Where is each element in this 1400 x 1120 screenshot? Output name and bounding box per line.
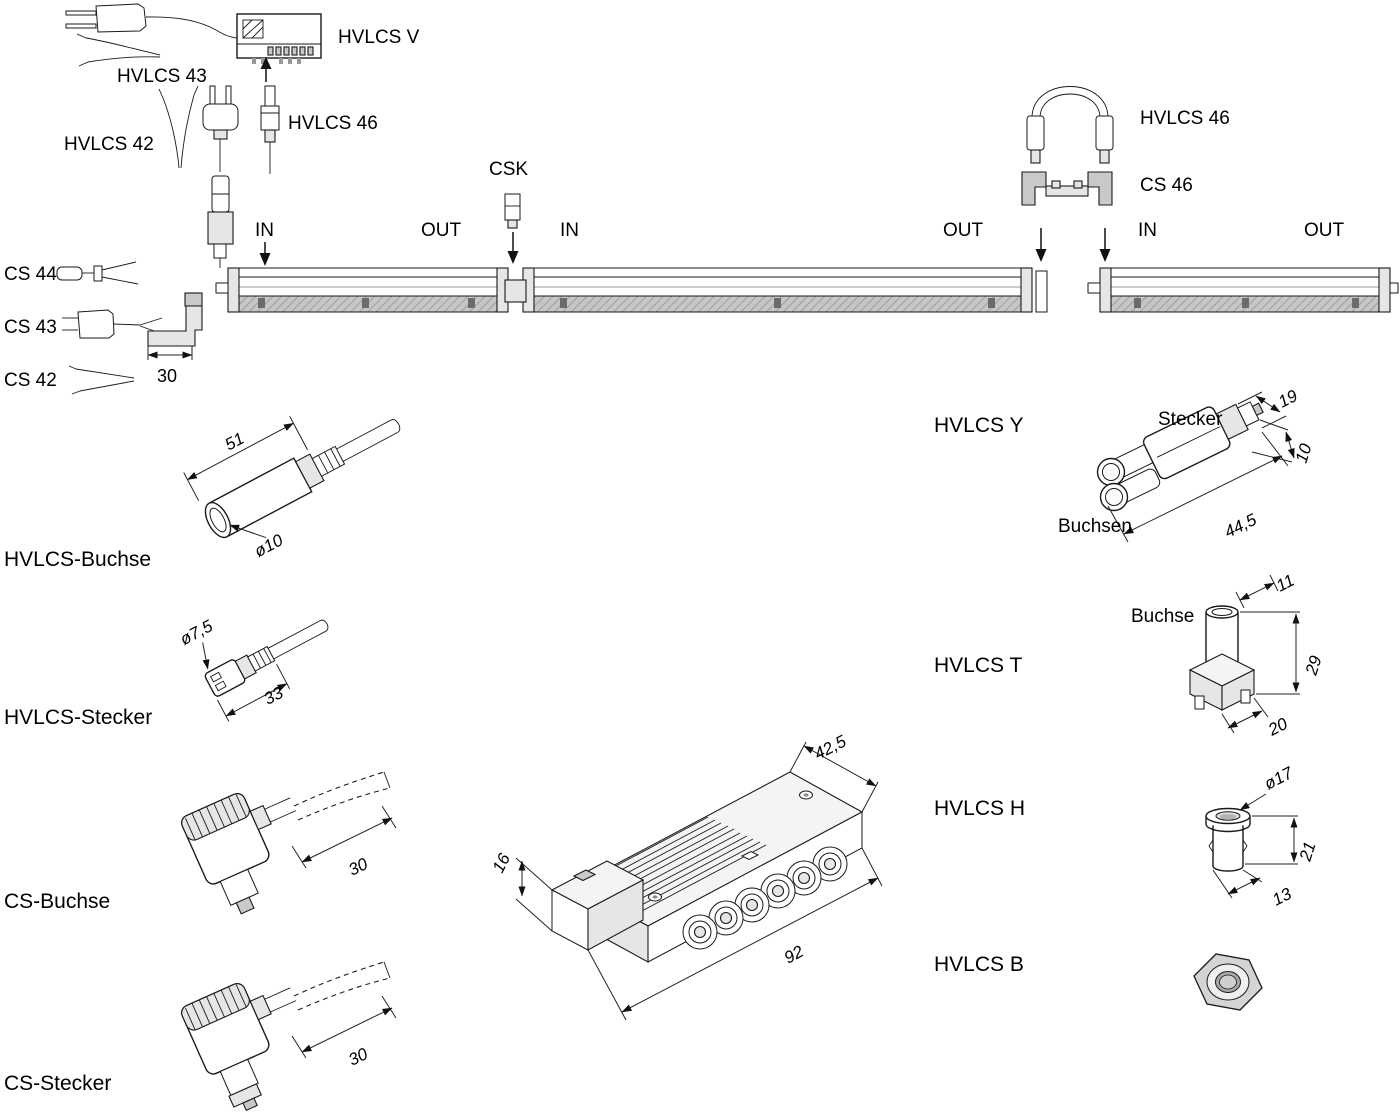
label-hvlcs-buchse: HVLCS-Buchse: [4, 548, 151, 571]
label-cs-43: CS 43: [4, 317, 57, 338]
fork-wires-hvlcs42: [158, 85, 199, 169]
hvlcs-b-drawing: [1193, 953, 1263, 1011]
cs46-bridge-drawing: [1021, 171, 1113, 206]
label-bar2-in: IN: [560, 220, 579, 241]
label-cs-44: CS 44: [4, 264, 57, 285]
mains-plug-cable: [65, 3, 238, 39]
light-bar-2: [522, 267, 1048, 313]
dim-cs43-spacing: 30: [157, 366, 177, 386]
light-bar-3: [1087, 267, 1399, 313]
label-hvlcs-42: HVLCS 42: [64, 134, 154, 155]
driver-box-hvlcs-v: [236, 13, 322, 64]
hvlcs-stecker-drawing: ø7,5 33: [177, 616, 329, 722]
label-csk: CSK: [489, 159, 528, 180]
up-arrow-to-driver: [260, 57, 272, 82]
light-bar-1: [215, 267, 509, 313]
label-hvlcs-46-plug: HVLCS 46: [288, 113, 378, 134]
dim-distributor-height: 16: [489, 850, 515, 876]
label-bar3-out: OUT: [1304, 220, 1345, 241]
cs44-drawing: [56, 261, 139, 285]
bar-junction-connector: [504, 279, 527, 303]
dim-cs-buchse-length: 30: [345, 854, 371, 880]
cs42-drawing: [68, 365, 135, 395]
label-cs-42: CS 42: [4, 370, 57, 391]
arrow-in-bar1: [259, 242, 271, 266]
label-y-plug: Stecker: [1158, 409, 1223, 430]
stripped-cable-end: [76, 33, 161, 67]
cs43-drawing: [62, 292, 203, 360]
dim-stecker-diameter: ø7,5: [177, 616, 216, 649]
pin-connector-hvlcs46: [260, 85, 280, 174]
hvlcs46-jumper-drawing: [1026, 86, 1114, 164]
dim-distributor-length: 92: [781, 942, 807, 968]
dim-h-diameter: ø17: [1261, 763, 1296, 793]
label-hvlcs-b: HVLCS B: [934, 953, 1024, 976]
hvlcs-buchse-drawing: 51 ø10: [183, 415, 401, 561]
hvlcs-t-drawing: 11 29 20: [1188, 571, 1326, 740]
dim-y-height: 10: [1292, 441, 1316, 465]
distributor-drawing: 42,5 16 92: [489, 731, 883, 1021]
label-hvlcs-stecker: HVLCS-Stecker: [4, 706, 152, 729]
cs-buchse-drawing: 30: [181, 771, 397, 915]
label-t-socket: Buchse: [1131, 606, 1194, 627]
label-hvlcs-y: HVLCS Y: [934, 414, 1024, 437]
hvlcs-h-drawing: ø17 21 13: [1205, 763, 1320, 910]
label-cs-46: CS 46: [1140, 175, 1193, 196]
inline-connector: [207, 175, 234, 268]
dim-h-height: 21: [1295, 839, 1319, 864]
label-hvlcs-46-bridge: HVLCS 46: [1140, 108, 1230, 129]
label-hvlcs-h: HVLCS H: [934, 797, 1025, 820]
dim-buchse-length: 51: [222, 429, 248, 455]
csk-part: [504, 193, 521, 229]
label-bar1-in: IN: [255, 220, 274, 241]
dim-distributor-depth: 42,5: [811, 731, 850, 763]
label-bar1-out: OUT: [421, 220, 462, 241]
arrow-out-bar2: [1035, 228, 1047, 262]
label-cs-stecker: CS-Stecker: [4, 1072, 111, 1095]
cs-stecker-drawing: 30: [181, 961, 397, 1112]
arrow-in-bar3: [1099, 228, 1111, 262]
label-hvlcs-t: HVLCS T: [934, 654, 1022, 677]
label-bar3-in: IN: [1138, 220, 1157, 241]
label-y-sockets: Buchsen: [1058, 516, 1132, 537]
dim-stecker-length: 33: [261, 683, 287, 709]
dim-t-height: 29: [1301, 653, 1325, 678]
arrow-csk-junction: [507, 232, 519, 264]
label-cs-buchse: CS-Buchse: [4, 890, 110, 913]
dim-cs-stecker-length: 30: [345, 1044, 371, 1070]
dim-t-top-width: 11: [1273, 571, 1297, 596]
dim-y-length: 44,5: [1221, 510, 1260, 542]
euro-plug-hvlcs43: [202, 85, 239, 172]
dim-y-width: 19: [1275, 386, 1301, 412]
label-hvlcs-43: HVLCS 43: [117, 66, 207, 87]
label-bar2-out: OUT: [943, 220, 984, 241]
dim-t-base-width: 20: [1264, 714, 1291, 740]
dim-h-bottom: 13: [1269, 884, 1295, 910]
label-hvlcs-v: HVLCS V: [338, 27, 420, 48]
